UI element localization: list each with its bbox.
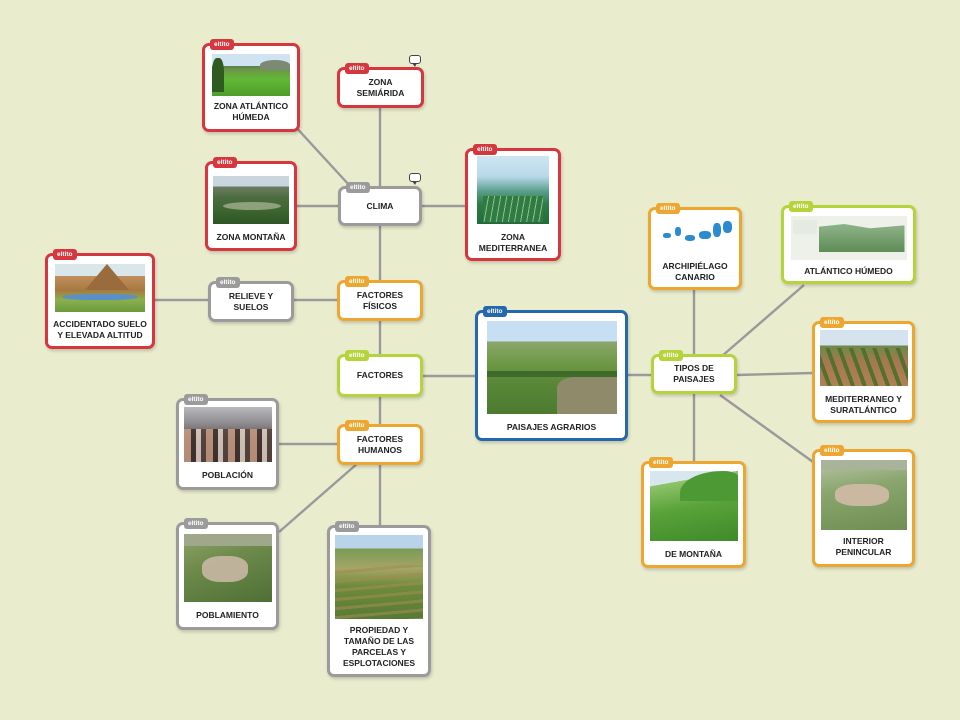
- tag-badge: eltito: [483, 306, 507, 317]
- node-tipos-paisajes[interactable]: eltito TIPOS DE PAISAJES: [651, 350, 737, 394]
- node-de-montana[interactable]: eltito DE MONTAÑA: [641, 457, 746, 568]
- node-label: RELIEVE Y SUELOS: [228, 290, 274, 312]
- node-label: ACCIDENTADO SUELO Y ELEVADA ALTITUD: [53, 318, 147, 340]
- speech-bubble-icon[interactable]: [409, 173, 421, 185]
- tag-badge: eltito: [335, 521, 359, 532]
- speech-bubble-icon[interactable]: [409, 55, 421, 67]
- node-label: POBLAMIENTO: [196, 609, 259, 620]
- image-canary-map: [655, 216, 735, 253]
- node-label: ZONA SEMIÁRIDA: [356, 76, 405, 98]
- connector-tipos-mediterraneo: [735, 371, 814, 377]
- node-poblacion[interactable]: eltito POBLACIÓN: [176, 394, 279, 490]
- node-label: FACTORES FÍSICOS: [356, 289, 404, 311]
- tag-badge: eltito: [184, 518, 208, 529]
- node-label: CLIMA: [366, 200, 394, 211]
- image-irrigated-fields: [477, 155, 549, 224]
- image-central-landscape: [486, 320, 617, 414]
- image-crowd: [183, 407, 272, 462]
- tag-badge: eltito: [345, 350, 369, 361]
- node-zona-atlantico-humeda[interactable]: eltito ZONA ATLÁNTICO HÚMEDA: [202, 39, 300, 132]
- connector-clima-atlantico: [292, 123, 351, 187]
- tag-badge: eltito: [216, 277, 240, 288]
- tag-badge: eltito: [789, 201, 813, 212]
- node-label: ATLÁNTICO HÚMEDO: [804, 266, 893, 276]
- node-accidentado-suelo[interactable]: eltito ACCIDENTADO SUELO Y ELEVADA ALTIT…: [45, 249, 155, 349]
- node-label: POBLACIÓN: [202, 470, 253, 480]
- node-label: ZONA MONTAÑA: [216, 231, 286, 242]
- node-label: DE MONTAÑA: [665, 549, 722, 559]
- node-label: FACTORES HUMANOS: [356, 433, 404, 455]
- tag-badge: eltito: [210, 39, 234, 50]
- node-label: PROPIEDAD Y TAMAÑO DE LAS PARCELAS Y ESP…: [342, 625, 416, 668]
- connector-tipos-interior: [719, 394, 821, 468]
- node-label: TIPOS DE PAISAJES: [673, 363, 715, 384]
- tag-badge: eltito: [820, 445, 844, 456]
- tag-badge: eltito: [345, 420, 369, 431]
- tag-badge: eltito: [649, 457, 673, 468]
- image-field-parcels: [335, 535, 423, 619]
- node-poblamiento[interactable]: eltito POBLAMIENTO: [176, 518, 279, 630]
- tag-badge: eltito: [53, 249, 77, 260]
- node-archipielago-canario[interactable]: eltito ARCHIPIÉLAGO CANARIO: [648, 203, 742, 290]
- image-green-meadow: [212, 54, 290, 96]
- tag-badge: eltito: [345, 276, 369, 287]
- node-factores[interactable]: eltito FACTORES: [337, 350, 423, 397]
- connector-humanos-poblamiento: [278, 462, 359, 533]
- node-zona-montana[interactable]: eltito ZONA MONTAÑA: [205, 157, 297, 251]
- image-village-aerial: [183, 533, 272, 602]
- image-vineyard: [819, 330, 908, 386]
- node-paisajes-agrarios[interactable]: eltito PAISAJES AGRARIOS: [475, 306, 628, 441]
- node-interior-peninsular[interactable]: eltito INTERIOR PENINCULAR: [812, 445, 915, 567]
- image-interior-town: [820, 460, 907, 530]
- node-label: ZONA MEDITERRANEA: [478, 231, 548, 253]
- image-relief-illustration: [55, 263, 145, 312]
- node-clima[interactable]: eltito CLIMA: [338, 182, 422, 226]
- node-label: MEDITERRANEO Y SURATLÁNTICO: [825, 394, 902, 415]
- tag-badge: eltito: [656, 203, 680, 214]
- node-zona-mediterranea[interactable]: eltito ZONA MEDITERRANEA: [465, 144, 561, 261]
- tag-badge: eltito: [820, 317, 844, 328]
- node-label: FACTORES: [356, 370, 404, 380]
- connector-tipos-atlantico: [721, 284, 805, 357]
- image-mountain-valley: [213, 175, 289, 224]
- tag-badge: eltito: [659, 350, 683, 361]
- image-atlantic-map: [790, 216, 907, 260]
- tag-badge: eltito: [213, 157, 237, 168]
- node-factores-humanos[interactable]: eltito FACTORES HUMANOS: [337, 420, 423, 465]
- tag-badge: eltito: [184, 394, 208, 405]
- tag-badge: eltito: [346, 182, 370, 193]
- node-atlantico-humedo[interactable]: eltito ATLÁNTICO HÚMEDO: [781, 201, 916, 284]
- image-green-hills: [649, 471, 738, 541]
- node-label: ARCHIPIÉLAGO CANARIO: [662, 260, 728, 282]
- node-mediterraneo-suratlantico[interactable]: eltito MEDITERRANEO Y SURATLÁNTICO: [812, 317, 915, 423]
- tag-badge: eltito: [473, 144, 497, 155]
- node-label: PAISAJES AGRARIOS: [506, 421, 597, 432]
- node-factores-fisicos[interactable]: eltito FACTORES FÍSICOS: [337, 276, 423, 321]
- node-zona-semiarida[interactable]: eltito ZONA SEMIÁRIDA: [337, 63, 424, 108]
- node-relieve-suelos[interactable]: eltito RELIEVE Y SUELOS: [208, 277, 294, 322]
- tag-badge: eltito: [345, 63, 369, 74]
- node-propiedad-parcelas[interactable]: eltito PROPIEDAD Y TAMAÑO DE LAS PARCELA…: [327, 521, 431, 677]
- node-label: ZONA ATLÁNTICO HÚMEDA: [213, 101, 289, 122]
- node-label: INTERIOR PENINCULAR: [835, 536, 892, 557]
